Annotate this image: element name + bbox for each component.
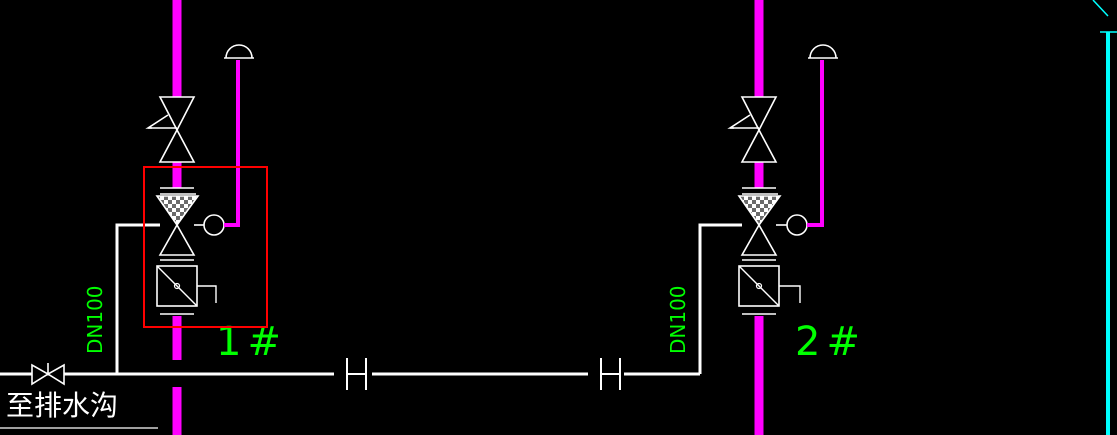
selection-highlight-box[interactable] — [143, 166, 268, 328]
pipe-union-icon — [346, 358, 367, 390]
actuator-box-icon[interactable] — [156, 265, 217, 315]
branch-pipe-unit-2 — [698, 223, 742, 374]
pipe-size-label-unit-2: DN100 — [666, 285, 690, 354]
pipe-size-label-unit-1: DN100 — [83, 285, 107, 354]
branch-pipe-unit-1 — [115, 223, 160, 374]
instrument-line-unit-2 — [807, 60, 824, 227]
instrument-line-unit-1 — [224, 60, 240, 227]
outlet-gate-valve-icon[interactable] — [31, 363, 65, 386]
outlet-destination-label: 至排水沟 — [6, 389, 118, 422]
gate-valve-icon[interactable] — [727, 96, 778, 163]
unit-number-label-1: 1# — [216, 319, 287, 365]
drawing-frame-border — [1092, 0, 1117, 435]
actuator-box-icon[interactable] — [738, 265, 801, 315]
air-vent-cap-icon — [224, 44, 254, 59]
gate-valve-icon[interactable] — [145, 96, 196, 163]
unit-number-label-2: 2# — [795, 319, 866, 365]
pipe-union-icon — [600, 358, 621, 390]
valve-assembly-unit-1[interactable]: DN100 1# — [83, 0, 287, 435]
control-valve-icon[interactable] — [737, 193, 782, 261]
control-valve-icon[interactable] — [155, 193, 200, 261]
valve-assembly-unit-2[interactable]: DN100 2# — [666, 0, 866, 435]
air-vent-cap-icon — [808, 44, 838, 59]
